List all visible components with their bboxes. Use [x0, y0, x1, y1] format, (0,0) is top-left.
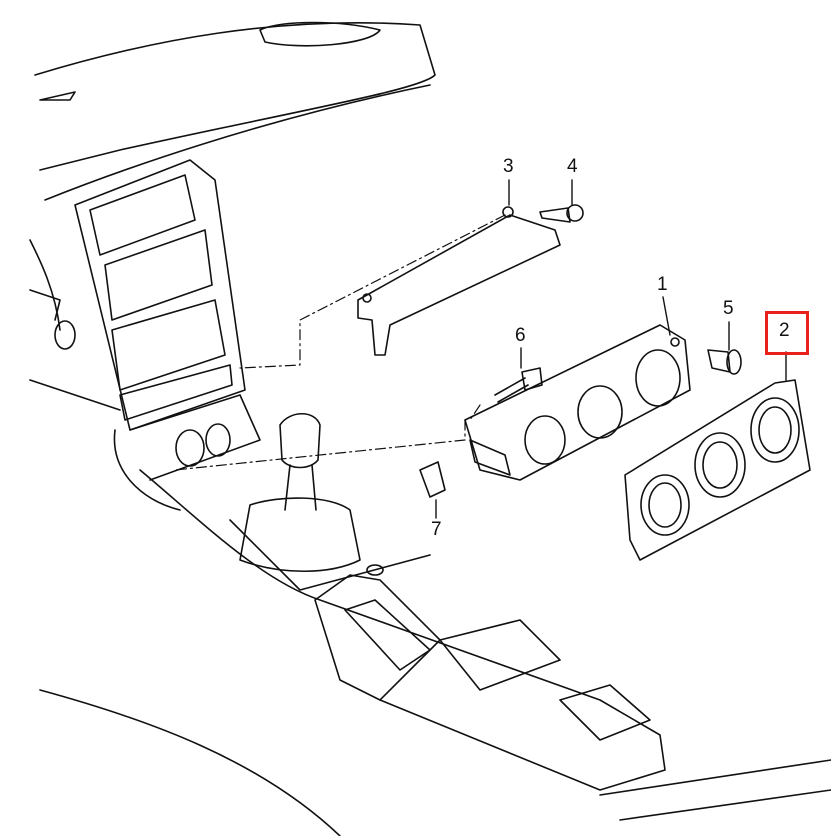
part-2-gauge-panel — [624, 379, 811, 561]
part-4-screw — [539, 204, 584, 223]
center-console — [39, 469, 831, 836]
part-3-bracket — [357, 206, 561, 356]
callout-2: 2 — [779, 320, 790, 341]
callout-7: 7 — [431, 519, 442, 540]
gear-shifter — [229, 412, 431, 591]
highlight-box — [765, 311, 809, 355]
assembly-lines — [174, 214, 506, 471]
callout-1: 1 — [657, 274, 668, 295]
callout-6: 6 — [515, 325, 526, 346]
center-stack — [74, 159, 261, 511]
part-6-bolt — [494, 367, 543, 403]
leader-lines — [435, 179, 787, 519]
dashboard-outline — [29, 21, 436, 411]
part-1-gauge-housing — [464, 324, 691, 481]
part-5-grommet — [707, 349, 742, 375]
callout-5: 5 — [723, 298, 734, 319]
callout-3: 3 — [503, 156, 514, 177]
callout-4: 4 — [567, 156, 578, 177]
part-7-clip — [419, 461, 446, 498]
